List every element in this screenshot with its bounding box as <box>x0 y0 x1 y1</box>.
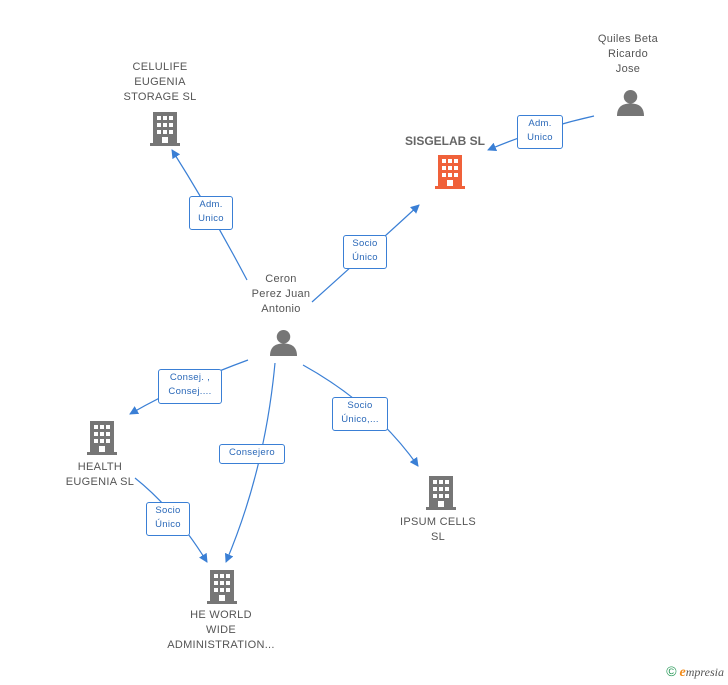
empresia-logo-initial: e <box>679 665 686 680</box>
edge-label-line: Adm. <box>528 118 552 129</box>
edge-label-line: Socio <box>155 505 181 516</box>
ipsum-line-1: IPSUM CELLS <box>399 516 477 528</box>
heworld-line-1: HE WORLD <box>190 609 252 621</box>
celulife-line-2: EUGENIA <box>134 76 186 88</box>
edge-label-line: Único <box>155 519 181 530</box>
edge-label-line: Consejero <box>228 447 275 458</box>
ceron-line-3: Antonio <box>261 303 301 315</box>
heworld-line-3: ADMINISTRATION... <box>167 639 275 651</box>
edge-label-ceron-ipsum[interactable]: Socio Único,... <box>332 397 388 431</box>
quiles-person-icon[interactable] <box>617 89 644 116</box>
celulife-line-3: STORAGE SL <box>123 91 197 103</box>
node-celulife-label[interactable]: CELULIFE EUGENIA STORAGE SL <box>105 60 215 105</box>
node-ceron-label[interactable]: Ceron Perez Juan Antonio <box>231 272 331 317</box>
node-heworld-label[interactable]: HE WORLD WIDE ADMINISTRATION... <box>161 608 281 653</box>
edge-label-line: Consej. , <box>169 372 211 383</box>
edge-label-line: Adm. <box>199 199 223 210</box>
ceron-line-2: Perez Juan <box>251 288 311 300</box>
edge-label-line: Unico <box>527 132 553 143</box>
quiles-line-1: Quiles Beta <box>597 33 659 45</box>
sisgelab-building-icon[interactable] <box>435 155 465 189</box>
edge-label-ceron-sisgelab[interactable]: Socio Único <box>343 235 387 269</box>
heworld-line-2: WIDE <box>206 624 236 636</box>
health-building-icon[interactable] <box>87 421 117 455</box>
edge-label-line: Único <box>352 252 378 263</box>
heworld-building-icon[interactable] <box>207 570 237 604</box>
node-sisgelab-label[interactable]: SISGELAB SL <box>395 134 495 149</box>
edge-label-quiles-sisgelab[interactable]: Adm. Unico <box>517 115 563 149</box>
node-health-label[interactable]: HEALTH EUGENIA SL <box>50 460 150 490</box>
edges <box>129 115 595 563</box>
empresia-logo-text: mpresia <box>685 665 724 679</box>
quiles-line-2: Ricardo <box>607 48 648 60</box>
ceron-person-icon[interactable] <box>270 329 297 356</box>
edge-label-health-heworld[interactable]: Socio Único <box>146 502 190 536</box>
health-line-2: EUGENIA SL <box>65 476 135 488</box>
ipsum-line-2: SL <box>430 531 446 543</box>
sisgelab-line-1: SISGELAB SL <box>404 134 485 148</box>
celulife-line-1: CELULIFE <box>132 61 188 73</box>
celulife-building-icon[interactable] <box>150 112 180 146</box>
copyright-symbol: © <box>666 663 677 679</box>
node-quiles-label[interactable]: Quiles Beta Ricardo Jose <box>578 32 678 77</box>
quiles-line-3: Jose <box>615 63 641 75</box>
edge-label-ceron-health[interactable]: Consej. , Consej.... <box>158 369 222 404</box>
edge-label-line: Socio <box>347 400 373 411</box>
ceron-line-1: Ceron <box>265 273 297 285</box>
node-ipsum-label[interactable]: IPSUM CELLS SL <box>388 515 488 545</box>
edge-label-line: Socio <box>352 238 378 249</box>
health-line-1: HEALTH <box>77 461 123 473</box>
edge-label-line: Unico <box>198 213 224 224</box>
edge-label-ceron-heworld[interactable]: Consejero <box>219 444 285 464</box>
empresia-footer[interactable]: ©empresia <box>666 663 724 681</box>
ipsum-building-icon[interactable] <box>426 476 456 510</box>
edge-label-line: Único,... <box>341 414 379 425</box>
edge-label-line: Consej.... <box>168 386 212 397</box>
edge-label-ceron-celulife[interactable]: Adm. Unico <box>189 196 233 230</box>
edge-ceron-heworld[interactable] <box>224 362 276 563</box>
